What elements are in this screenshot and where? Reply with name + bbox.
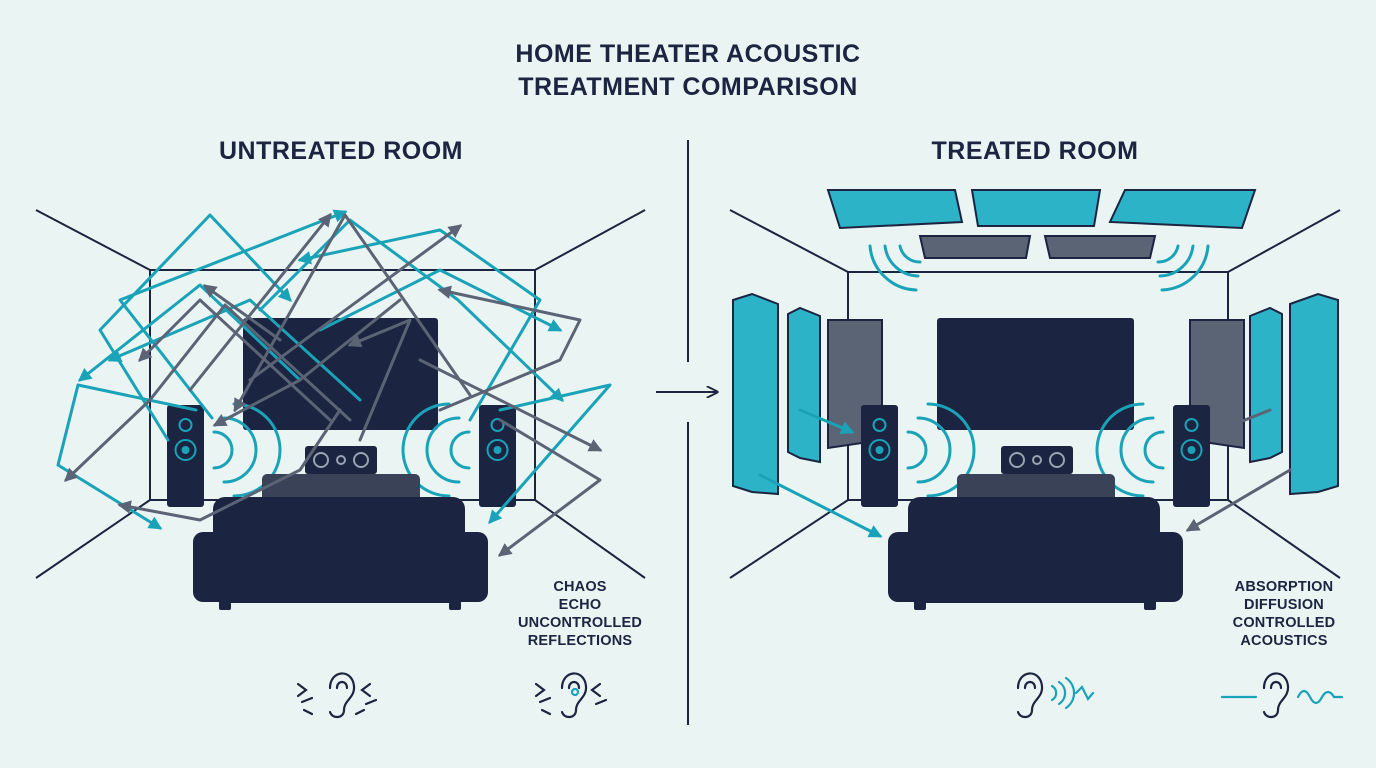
untreated-note: REFLECTIONS — [527, 633, 633, 649]
treated-center-speaker — [1001, 446, 1073, 474]
untreated-left-speaker — [167, 405, 204, 507]
untreated-center-speaker — [305, 446, 377, 474]
ear-icon — [1262, 672, 1290, 719]
sound-wave-icon — [1050, 676, 1095, 710]
ceiling-absorption-panels — [826, 189, 1257, 259]
wall-absorption-panels-right — [1189, 292, 1339, 496]
untreated-note: CHAOS — [553, 579, 607, 595]
diagram-title-line-1: HOME THEATER ACOUSTIC — [515, 40, 861, 68]
sound-wave-icon — [1220, 689, 1344, 705]
untreated-note: ECHO — [558, 597, 602, 613]
treated-note: ABSORPTION — [1234, 579, 1334, 595]
diagram-title-line-2: TREATMENT COMPARISON — [518, 73, 858, 101]
treated-notes: ABSORPTION DIFFUSION CONTROLLED ACOUSTIC… — [1200, 578, 1368, 650]
untreated-reflection-arrows-teal — [56, 209, 612, 530]
untreated-tv-screen — [243, 318, 438, 430]
untreated-right-speaker — [479, 405, 516, 507]
treated-tv-screen — [937, 318, 1134, 430]
treated-note: CONTROLLED — [1232, 615, 1336, 631]
untreated-sofa — [193, 474, 488, 610]
treated-sound-waves — [868, 244, 1210, 498]
untreated-notes: CHAOS ECHO UNCONTROLLED REFLECTIONS — [500, 578, 660, 650]
wall-absorption-panels-left — [732, 292, 883, 496]
untreated-room-heading: UNTREATED ROOM — [218, 137, 464, 165]
treated-controlled-arrows — [758, 408, 1292, 538]
treated-room-heading: TREATED ROOM — [931, 137, 1139, 165]
treated-note: ACOUSTICS — [1240, 633, 1328, 649]
treated-right-speaker — [1173, 405, 1210, 507]
untreated-note: UNCONTROLLED — [517, 615, 643, 631]
treated-note: DIFFUSION — [1244, 597, 1324, 613]
untreated-reflection-arrows-gray — [64, 212, 603, 557]
treated-left-speaker — [861, 405, 898, 507]
untreated-sound-waves — [212, 402, 471, 498]
diagram-title: HOME THEATER ACOUSTIC TREATMENT COMPARIS… — [388, 38, 988, 104]
ear-icon — [534, 672, 608, 719]
ear-icon — [1016, 672, 1044, 719]
ear-icon — [296, 672, 378, 719]
treated-sofa — [888, 474, 1183, 610]
